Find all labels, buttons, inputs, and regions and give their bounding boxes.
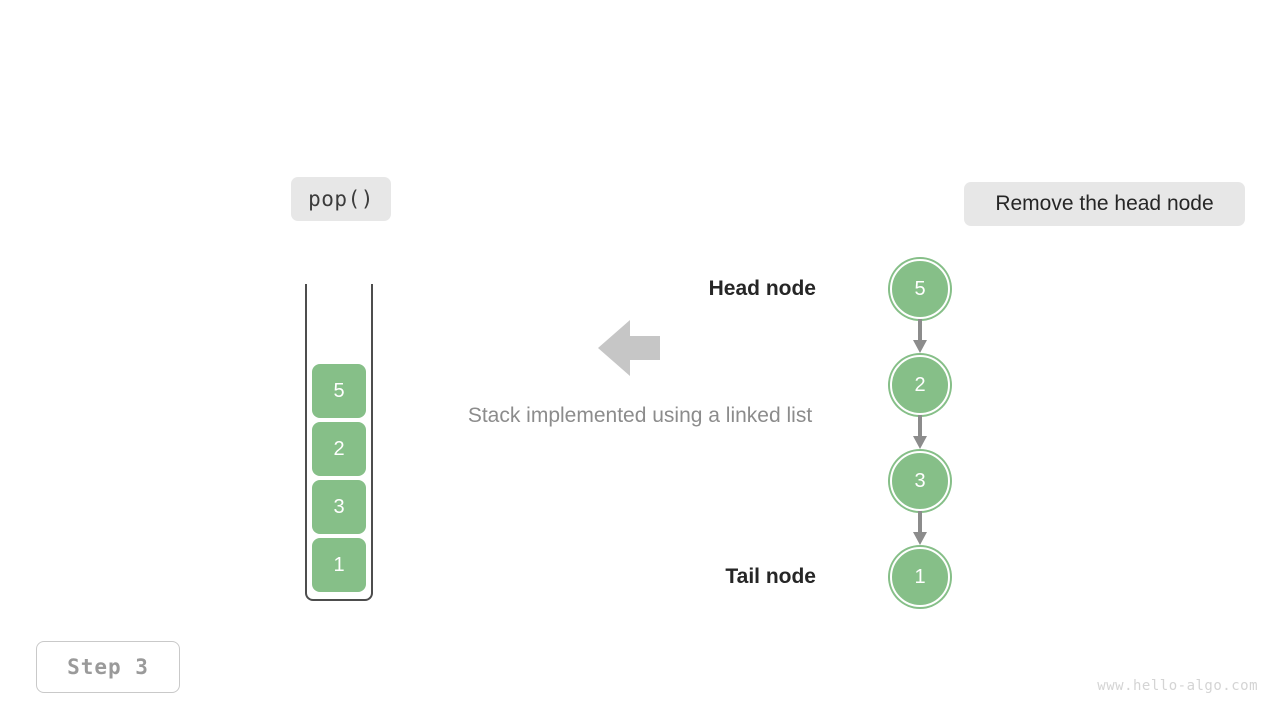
stack-cell-value: 1 — [333, 553, 345, 576]
stack-cell-value: 5 — [333, 379, 345, 402]
linked-list-node-value: 1 — [914, 565, 926, 588]
description-badge: Remove the head node — [964, 182, 1245, 226]
left-arrow-icon — [598, 320, 660, 376]
operation-badge: pop() — [291, 177, 391, 221]
linked-list-node: 1 — [890, 547, 950, 607]
link-arrow-icon — [913, 415, 927, 449]
head-node-label: Head node — [600, 277, 816, 301]
linked-list: 5 2 3 1 — [860, 250, 990, 620]
linked-list-node: 5 — [890, 259, 950, 319]
step-badge: Step 3 — [36, 641, 180, 693]
step-label: Step 3 — [67, 655, 149, 679]
linked-list-node-value: 5 — [914, 277, 926, 300]
tail-node-label: Tail node — [600, 565, 816, 589]
stack-cell: 3 — [312, 480, 366, 534]
head-node-label-text: Head node — [708, 277, 816, 300]
tail-node-label-text: Tail node — [725, 565, 816, 588]
stack-cell: 5 — [312, 364, 366, 418]
stack-items: 5 2 3 1 — [307, 360, 371, 592]
operation-label: pop() — [308, 187, 374, 211]
watermark-text: www.hello-algo.com — [1097, 678, 1258, 694]
stack-cell-value: 3 — [333, 495, 345, 518]
stack-cell: 2 — [312, 422, 366, 476]
stack-cell-value: 2 — [333, 437, 345, 460]
caption: Stack implemented using a linked list — [340, 404, 940, 428]
linked-list-node-value: 2 — [914, 373, 926, 396]
linked-list-node: 2 — [890, 355, 950, 415]
stack-cell: 1 — [312, 538, 366, 592]
watermark: www.hello-algo.com — [1097, 678, 1258, 694]
caption-text: Stack implemented using a linked list — [467, 404, 813, 427]
link-arrow-icon — [913, 319, 927, 353]
linked-list-node: 3 — [890, 451, 950, 511]
link-arrow-icon — [913, 511, 927, 545]
description-label: Remove the head node — [995, 192, 1214, 215]
stack-container: 5 2 3 1 — [305, 284, 373, 601]
linked-list-node-value: 3 — [914, 469, 926, 492]
